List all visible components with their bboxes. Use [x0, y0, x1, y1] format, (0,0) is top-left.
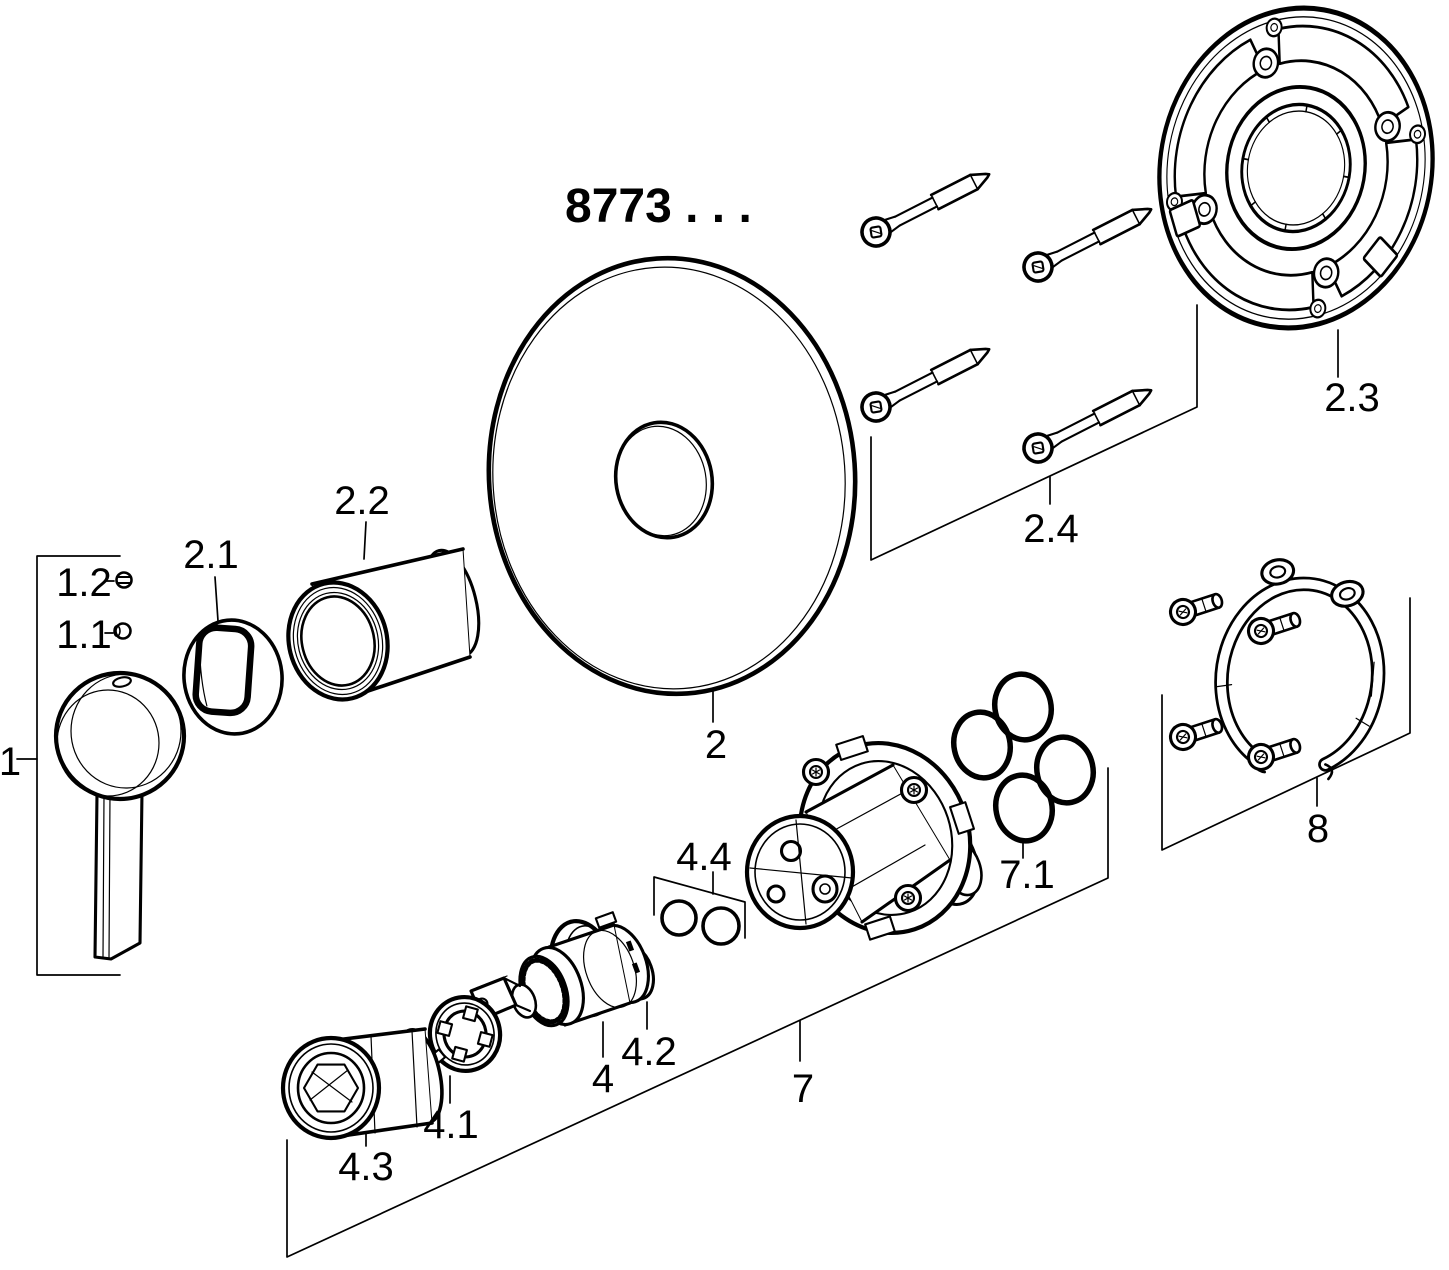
- label-part-2-2: 2.2: [334, 479, 390, 523]
- leader-part-2-2: [363, 521, 367, 560]
- bracket-part-4-4: [653, 876, 746, 939]
- label-part-4-3: 4.3: [338, 1145, 394, 1189]
- screw-8-c: [1165, 711, 1227, 755]
- valve-screw-b: [899, 775, 929, 805]
- valve-body-7: [744, 735, 983, 941]
- cap-sleeve-4-3: [280, 1027, 444, 1141]
- adapter-disc-2-1: [182, 618, 284, 736]
- screws-2-4: [855, 160, 1160, 469]
- label-part-1: 1: [0, 740, 21, 784]
- sleeve-2-2: [286, 547, 481, 702]
- retainer-8: [1165, 558, 1386, 781]
- callout-brackets: [16, 304, 1411, 1258]
- screw-8-d: [1243, 731, 1305, 775]
- screw-8-a: [1165, 586, 1227, 630]
- mounting-plate-2-3: [1157, 5, 1435, 331]
- label-part-7-1: 7.1: [999, 853, 1055, 897]
- label-part-1-1: 1.1: [56, 613, 112, 657]
- escutcheon-2: [486, 255, 858, 697]
- label-part-2-4: 2.4: [1023, 507, 1079, 551]
- leader-part-2-1: [214, 576, 219, 622]
- label-part-7: 7: [792, 1067, 814, 1111]
- grub-screw-1-2: [115, 571, 133, 589]
- valve-screw-c: [893, 883, 923, 913]
- labels: 8773 . . . 1 1.2 1.1 2.1 2.2 2 2.3 2.4 4…: [0, 180, 1380, 1189]
- screw-2-4-a: [855, 160, 998, 253]
- plug-1-1: [113, 622, 132, 640]
- diagram-title: 8773 . . .: [565, 180, 752, 233]
- label-part-2: 2: [705, 723, 727, 767]
- label-part-2-3: 2.3: [1324, 376, 1380, 420]
- label-part-1-2: 1.2: [56, 561, 112, 605]
- label-part-4: 4: [592, 1057, 614, 1101]
- label-part-8: 8: [1307, 807, 1329, 851]
- bracket-part-7: [286, 767, 1109, 1258]
- label-part-2-1: 2.1: [183, 533, 239, 577]
- screw-2-4-d: [1017, 376, 1160, 469]
- screw-2-4-b: [1017, 195, 1160, 288]
- label-part-4-4: 4.4: [676, 835, 732, 879]
- bracket-part-1: [36, 555, 121, 976]
- cartridge-4: [469, 911, 655, 1028]
- seals-4-4: [660, 899, 741, 946]
- lock-ring-4-1: [427, 994, 503, 1074]
- label-part-4-2: 4.2: [621, 1030, 677, 1074]
- bracket-part-2-4: [870, 304, 1198, 561]
- screw-2-4-c: [855, 335, 998, 428]
- o-rings-7-1: [951, 671, 1096, 844]
- valve-screw-a: [801, 757, 831, 787]
- handle-lever-1: [53, 670, 187, 961]
- bracket-part-8: [1161, 597, 1411, 851]
- label-part-4-1: 4.1: [423, 1103, 479, 1147]
